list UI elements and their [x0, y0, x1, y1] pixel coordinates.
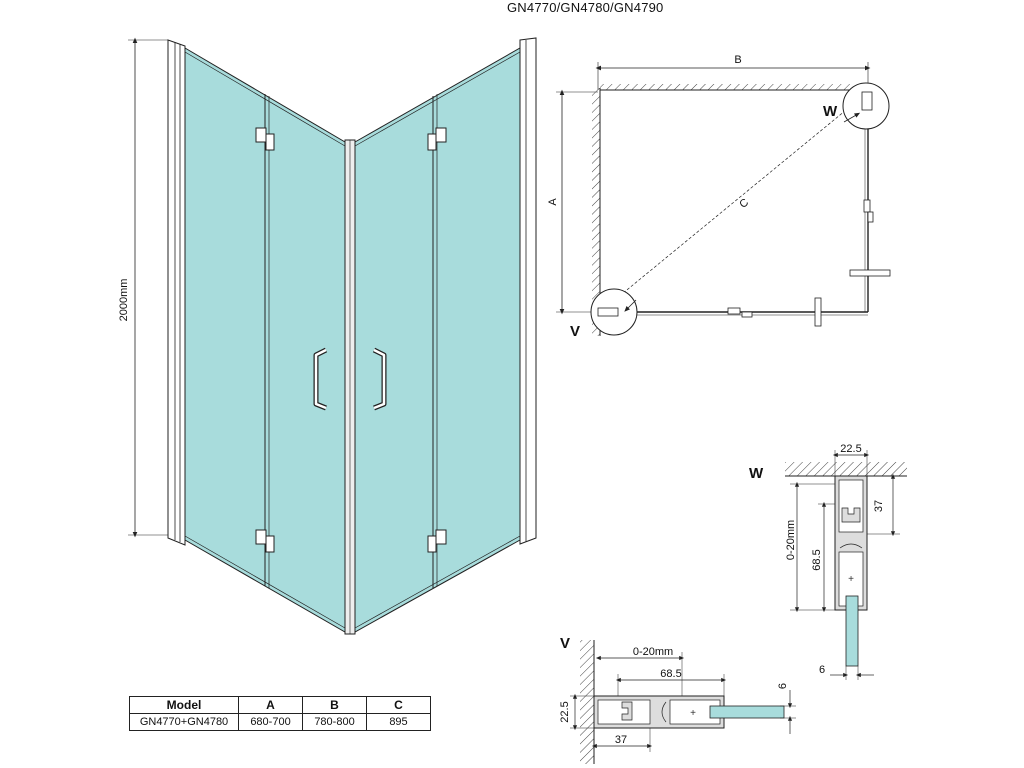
plan-view: B A C W V: [547, 54, 891, 340]
svg-text:6: 6: [819, 664, 825, 676]
diagonal-c-line: [599, 91, 869, 313]
hinge-icon: [427, 529, 447, 553]
shower-elevation: 2000mm: [118, 37, 537, 635]
svg-text:68.5: 68.5: [660, 668, 681, 680]
table-cell-model: GN4770+GN4780: [129, 713, 239, 731]
plan-handle-icon: [849, 269, 891, 277]
model-spec-table: Model A B C GN4770+GN4780 680-700 780-80…: [129, 696, 431, 731]
plan-corner-v-label: V: [570, 323, 580, 340]
plan-handle-icon: [814, 297, 822, 327]
svg-text:+: +: [848, 574, 854, 585]
table-row: GN4770+GN4780 680-700 780-800 895: [129, 713, 431, 731]
detail-v: V 0-20mm 68.5 + 6 22.5: [559, 635, 796, 764]
table-cell-b: 780-800: [302, 713, 367, 731]
dimension-c-label: C: [737, 196, 751, 210]
dimension-a-label: A: [547, 198, 559, 206]
table-header-c: C: [366, 696, 431, 714]
svg-text:22.5: 22.5: [840, 443, 861, 455]
table-cell-a: 680-700: [238, 713, 303, 731]
table-header-b: B: [302, 696, 367, 714]
table-header-row: Model A B C: [129, 696, 431, 714]
left-wall-profile: [167, 39, 186, 546]
drawing-title: GN4770/GN4780/GN4790: [507, 0, 664, 15]
svg-text:6: 6: [777, 683, 789, 689]
svg-text:+: +: [690, 708, 696, 719]
door-handle-icon: [313, 347, 328, 411]
glass-panel-v: [709, 705, 785, 719]
door-handle-icon: [372, 347, 387, 411]
detail-w-label: W: [749, 465, 764, 482]
svg-text:0-20mm: 0-20mm: [785, 520, 797, 560]
plan-left-wall: [592, 88, 600, 336]
plan-corner-w-label: W: [823, 103, 838, 120]
height-dimension-label: 2000mm: [118, 279, 130, 322]
hinge-icon: [427, 127, 447, 151]
detail-w: W 22.5 + 37 0-20mm 68.5: [749, 443, 907, 680]
table-header-model: Model: [129, 696, 239, 714]
table-header-a: A: [238, 696, 303, 714]
svg-text:37: 37: [615, 734, 627, 746]
detail-v-label: V: [560, 635, 570, 652]
svg-text:0-20mm: 0-20mm: [633, 646, 673, 658]
glass-panel-w: [845, 595, 859, 667]
svg-text:68.5: 68.5: [811, 549, 823, 570]
hinge-icon: [255, 529, 275, 553]
plan-top-wall: [600, 84, 868, 90]
table-cell-c: 895: [366, 713, 431, 731]
dimension-b-label: B: [734, 54, 741, 66]
hinge-icon: [255, 127, 275, 151]
svg-text:37: 37: [873, 500, 885, 512]
svg-text:22.5: 22.5: [559, 701, 571, 722]
right-wall-profile: [519, 37, 537, 545]
